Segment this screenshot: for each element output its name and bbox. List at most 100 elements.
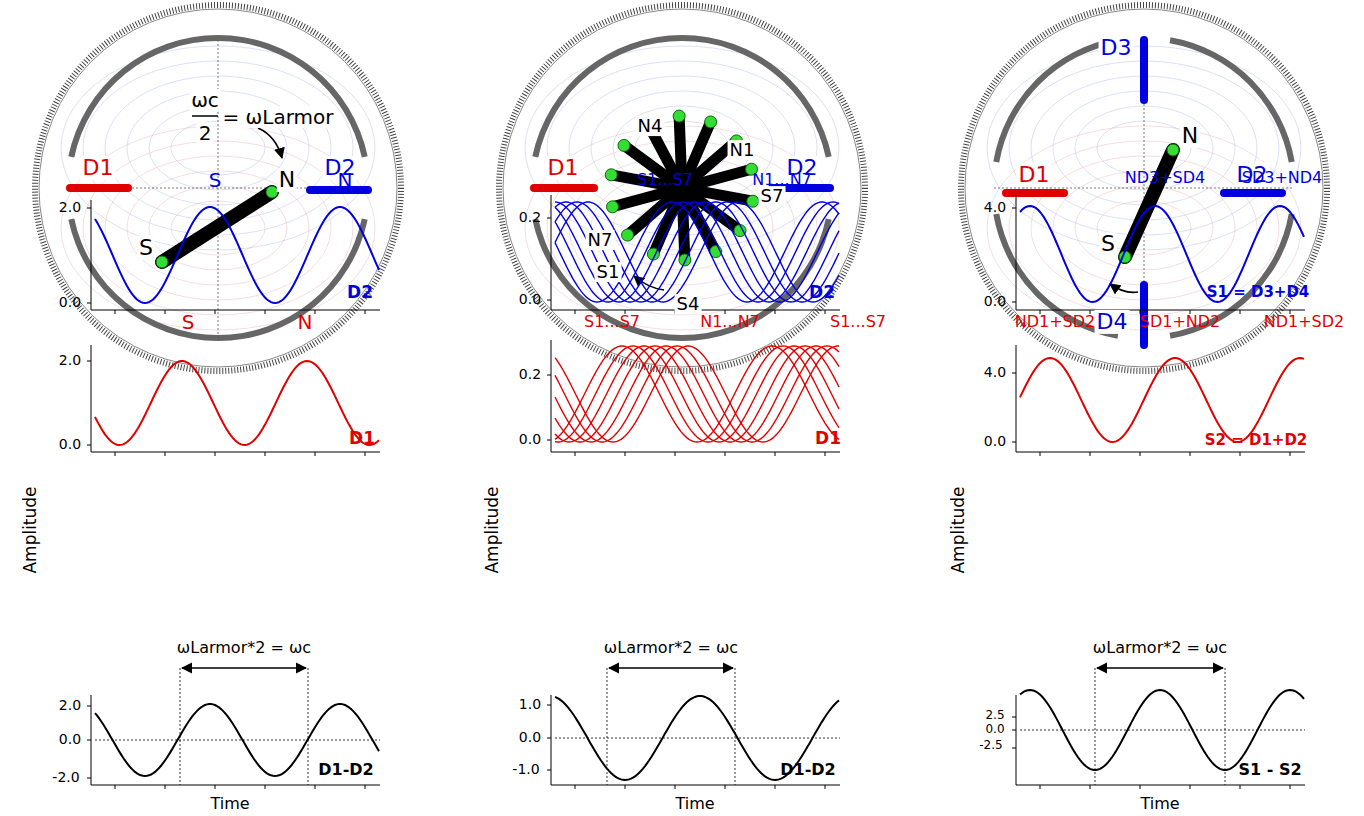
period-label: ωLarmor*2 = ωc: [1093, 639, 1227, 657]
axis-tick: [1040, 452, 1041, 456]
period-guide: [1225, 668, 1226, 785]
axis-tick: [775, 452, 776, 456]
period-arrow: [609, 667, 733, 669]
axis-tick: [87, 706, 91, 707]
electrode-label: D4: [1095, 310, 1130, 334]
signal-trace: [1020, 358, 1304, 442]
trace-name: D1: [815, 429, 841, 448]
electrode-arc: [1170, 37, 1295, 162]
tick-label: 4.0: [984, 200, 1006, 215]
tick-label: 2.0: [59, 200, 81, 215]
axis-tick: [115, 452, 116, 456]
plot-axis: [1016, 695, 1305, 785]
signal-label: ND1+SD2: [1015, 313, 1096, 331]
trace-name: D2: [809, 283, 835, 302]
axis-title: Amplitude: [21, 486, 40, 573]
signal-label: N: [298, 311, 313, 333]
axis-tick: [365, 310, 366, 314]
axis-tick: [365, 785, 366, 789]
rod-end: [673, 110, 685, 122]
axis-tick: [825, 785, 826, 789]
period-guide: [180, 668, 181, 785]
axis-tick: [215, 310, 216, 314]
axis-tick: [575, 452, 576, 456]
trace-name: S1 = D3+D4: [1207, 284, 1310, 301]
axis-tick: [87, 303, 91, 304]
tick-label: -2.0: [52, 770, 79, 785]
rod-end: [1167, 144, 1179, 156]
axis-tick: [575, 785, 576, 789]
signal-label: S1...S7: [637, 171, 693, 189]
period-guide: [1095, 668, 1096, 785]
axis-tick: [725, 452, 726, 456]
axis-tick: [547, 300, 551, 301]
axis-tick: [1012, 748, 1016, 749]
signal-trace: [555, 346, 839, 442]
signal-trace: [555, 202, 839, 302]
tick-label: 4.0: [984, 365, 1006, 380]
ion-rod: [1125, 150, 1173, 257]
signal-trace: [555, 346, 839, 442]
electrode-label: D1: [1017, 163, 1052, 187]
axis-tick: [265, 452, 266, 456]
tick-label: 0.0: [984, 434, 1006, 449]
axis-tick: [87, 740, 91, 741]
signal-label: S1...S7: [830, 313, 886, 331]
tick-label: 2.0: [59, 353, 81, 368]
tick-label: 2.0: [59, 698, 81, 713]
axis-tick: [115, 785, 116, 789]
tick-label: 0.0: [519, 730, 541, 745]
axis-tick: [87, 778, 91, 779]
axis-tick: [675, 785, 676, 789]
axis-tick: [547, 218, 551, 219]
signal-label: SD3+ND4: [1242, 169, 1323, 187]
tick-label: 2.5: [985, 709, 1004, 722]
detection-electrode: [70, 184, 128, 192]
axis-tick: [625, 785, 626, 789]
tick-label: 0.0: [519, 292, 541, 307]
axis-tick: [315, 310, 316, 314]
axis-tick: [165, 785, 166, 789]
axis-title: Time: [210, 795, 249, 813]
axis-title: Amplitude: [949, 486, 968, 573]
trace-name: D1-D2: [318, 761, 373, 779]
signal-trace: [555, 202, 839, 302]
signal-trace: [555, 346, 839, 442]
signal-trace: [555, 696, 839, 780]
period-arrow: [1097, 667, 1223, 669]
pole-label: S7: [759, 186, 786, 206]
axis-tick: [1140, 452, 1141, 456]
axis-tick: [547, 770, 551, 771]
formula: = ωLarmor: [220, 106, 335, 128]
tick-label: 0.0: [59, 295, 81, 310]
pole-label: S1: [595, 262, 622, 282]
rotation-arrow: [1110, 284, 1138, 292]
axis-tick: [775, 785, 776, 789]
signal-trace: [555, 346, 839, 442]
signal-trace: [555, 202, 839, 302]
rod-end: [622, 229, 634, 241]
tick-label: -1.0: [512, 762, 539, 777]
axis-tick: [1290, 785, 1291, 789]
axis-tick: [1090, 785, 1091, 789]
plot-axis: [91, 200, 380, 310]
rod-end: [607, 201, 619, 213]
formula: ωc: [189, 89, 221, 111]
period-guide: [735, 668, 736, 785]
trace-name: S2 = D1+D2: [1205, 432, 1308, 449]
pole-label: S: [1099, 232, 1117, 256]
trap-ring-inner: [503, 9, 861, 367]
rod-end: [618, 139, 630, 151]
signal-trace: [95, 207, 379, 303]
axis-tick: [365, 452, 366, 456]
axis-tick: [315, 785, 316, 789]
axis-tick: [315, 452, 316, 456]
formula: 2: [197, 122, 214, 144]
signal-label: S1...S7: [584, 313, 640, 331]
signal-trace: [555, 346, 839, 442]
axis-tick: [825, 452, 826, 456]
rod-end: [747, 195, 759, 207]
period-label: ωLarmor*2 = ωc: [177, 639, 311, 657]
signal-trace: [555, 346, 839, 442]
signal-trace: [95, 361, 379, 445]
